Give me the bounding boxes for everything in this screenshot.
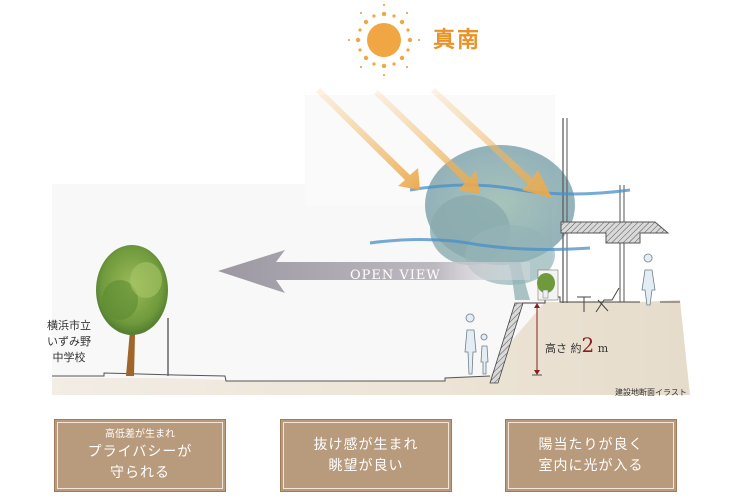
school-tree	[96, 245, 168, 376]
person-figures	[464, 253, 656, 375]
card-line: 抜け感が生まれ	[313, 436, 419, 453]
sun-icon	[347, 3, 421, 77]
height-unit: m	[597, 342, 609, 355]
card-line: プライバシーが	[87, 443, 193, 460]
card-line: 室内に光が入る	[538, 457, 644, 474]
school-label-line: 横浜市立	[47, 319, 91, 332]
card-line: 守られる	[110, 464, 170, 481]
potted-plant	[537, 269, 559, 301]
height-prefix: 高さ 約	[545, 342, 582, 355]
feature-card-view: 抜け感が生まれ 眺望が良い	[280, 419, 452, 492]
feature-card-sunlight: 陽当たりが良く 室内に光が入る	[505, 419, 677, 492]
card-line: 陽当たりが良く	[538, 436, 644, 453]
illustration-caption: 建設地断面イラスト	[615, 388, 687, 397]
height-value: 2	[581, 333, 595, 357]
wind-flow-icon	[369, 183, 631, 251]
building-section	[560, 118, 680, 303]
height-label: 高さ 約2 m	[545, 333, 608, 357]
terrace-furniture	[577, 287, 620, 313]
school-label-line: いずみ野	[47, 335, 91, 348]
school-label-line: 中学校	[52, 351, 86, 364]
school-label: 横浜市立 いずみ野 中学校	[46, 318, 92, 366]
open-view-label: OPEN VIEW	[350, 268, 441, 283]
due-south-title: 真南	[433, 27, 482, 53]
open-view-arrow	[218, 250, 530, 293]
feature-card-privacy: 高低差が生まれ プライバシーが 守られる	[54, 419, 226, 492]
sunlight-arrows	[316, 88, 552, 198]
card-subtitle: 高低差が生まれ	[105, 428, 175, 440]
card-line: 眺望が良い	[328, 457, 404, 474]
